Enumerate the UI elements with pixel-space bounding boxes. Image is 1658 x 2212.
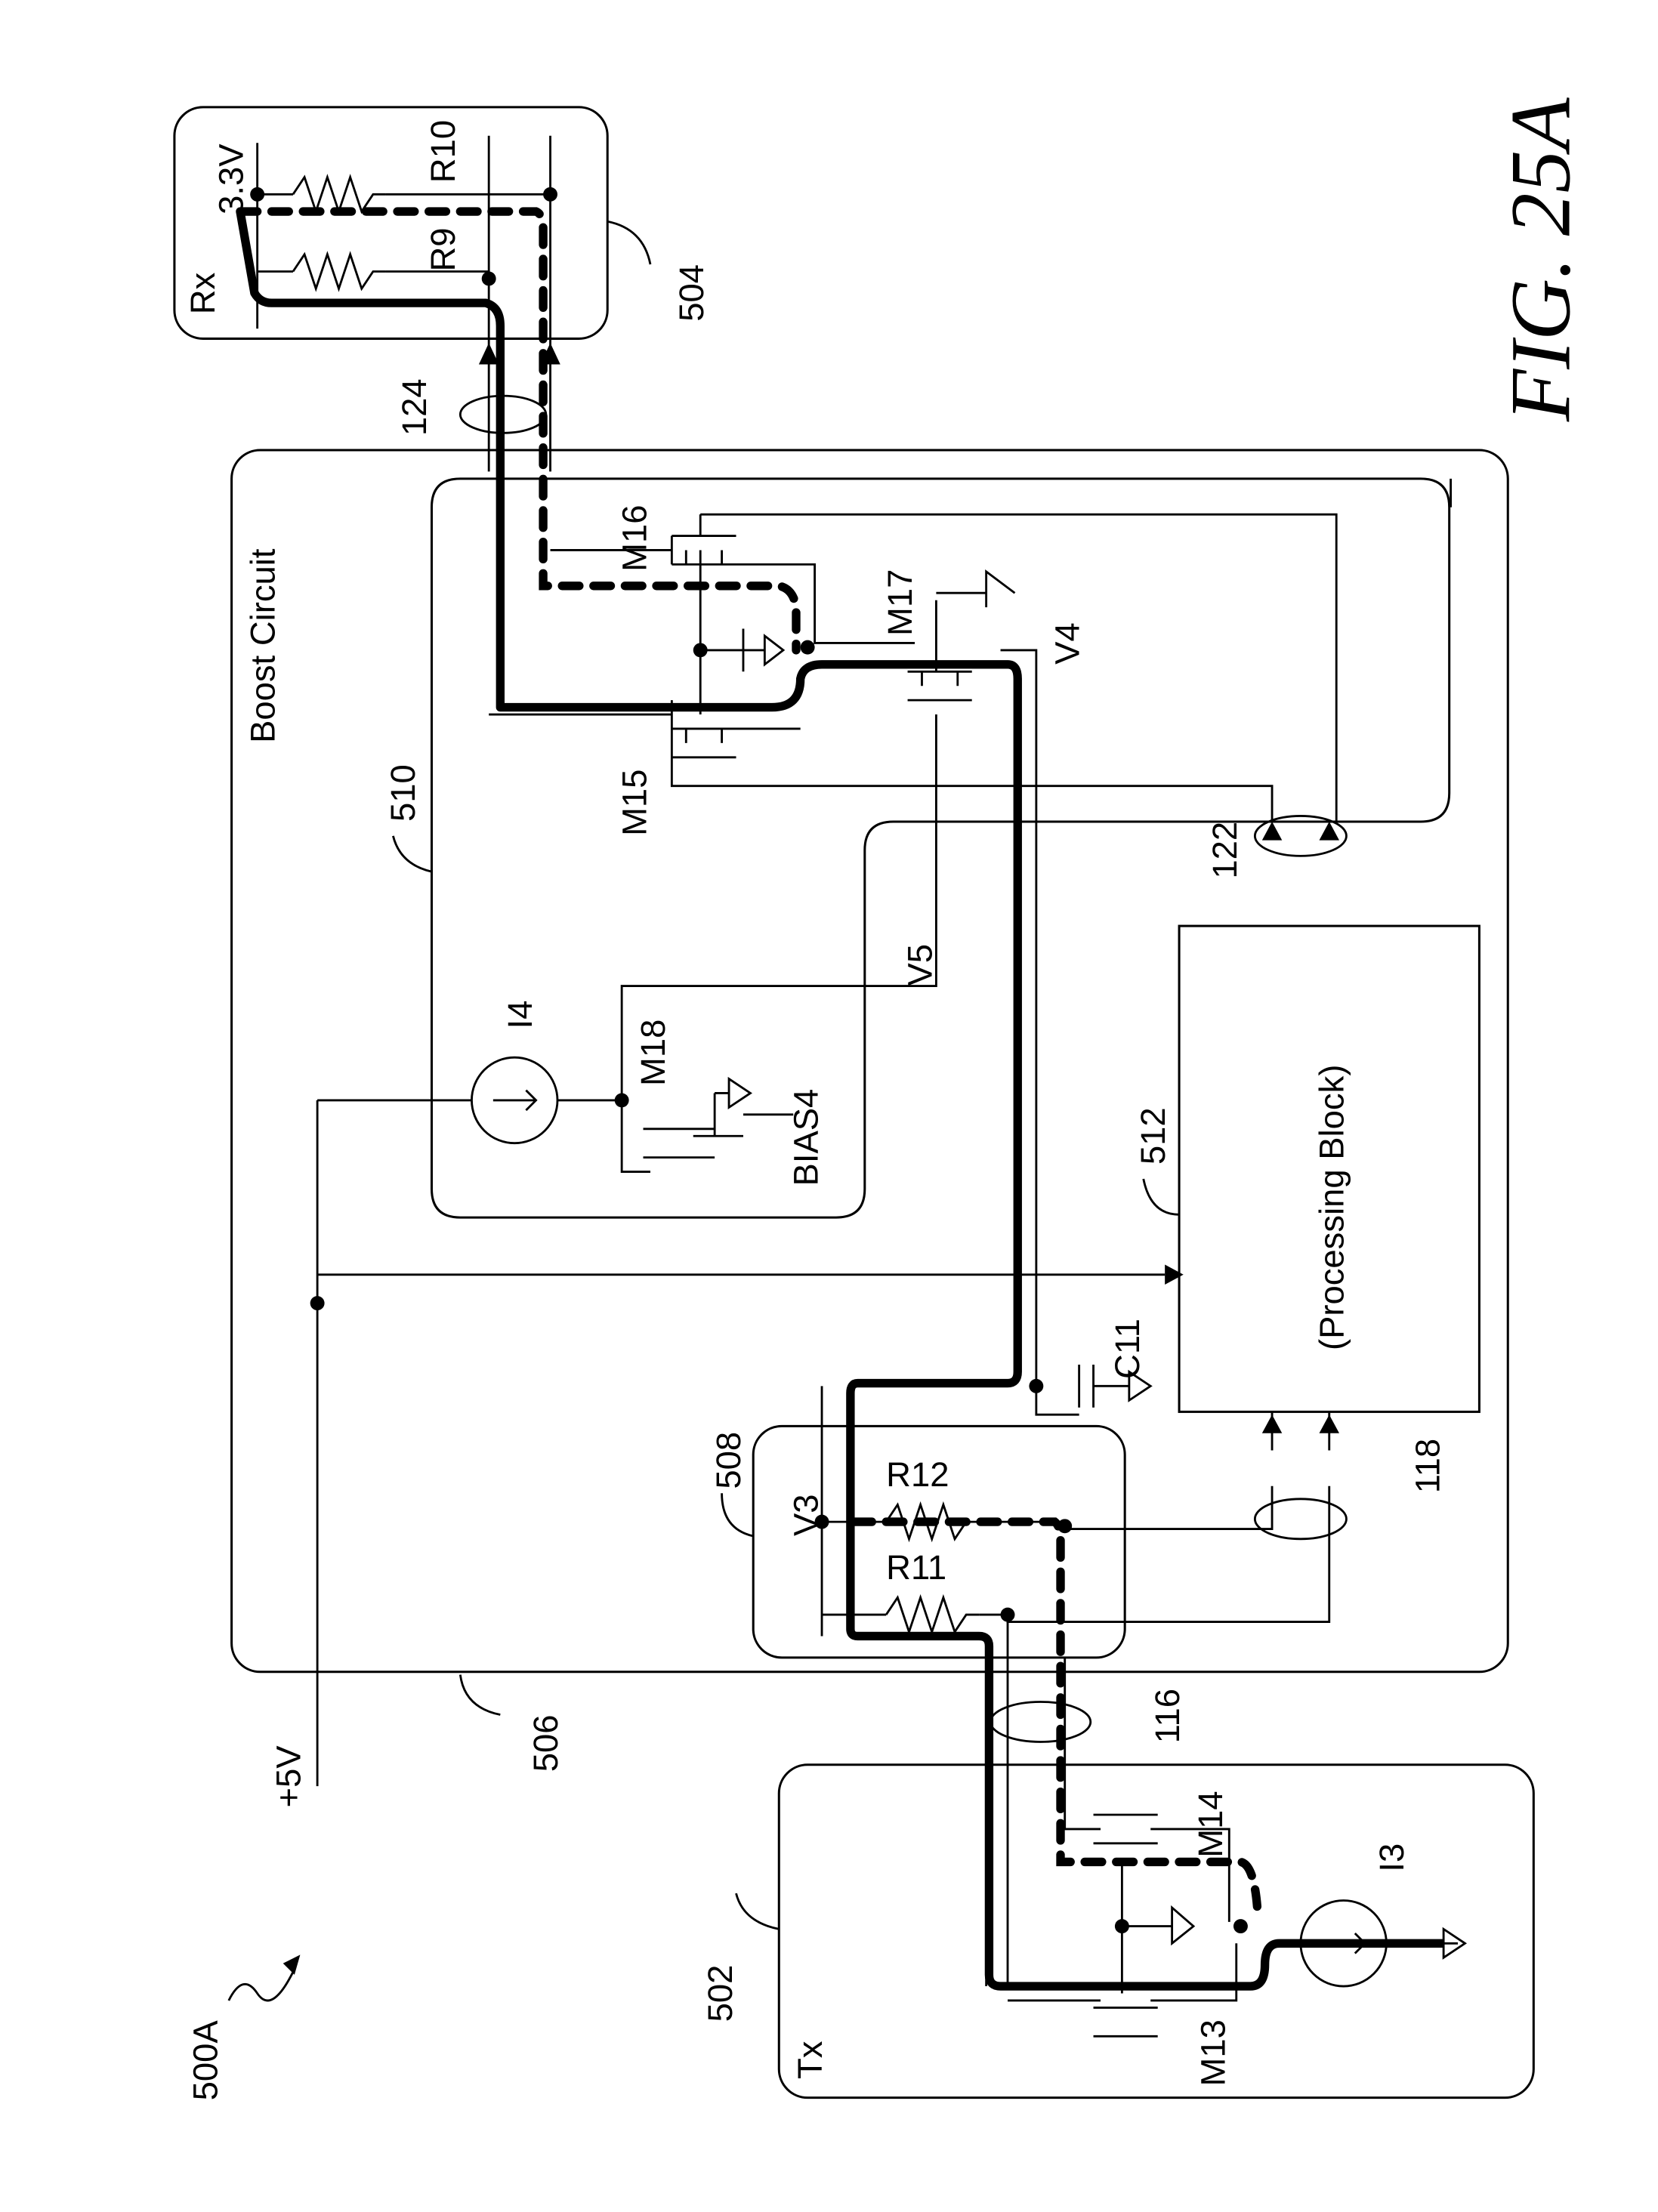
- tx-label: Tx: [791, 2041, 829, 2079]
- transistor-m18: [644, 1129, 715, 1158]
- v5-label: V5: [901, 944, 940, 986]
- m18-label: M18: [634, 1020, 672, 1086]
- bus-122-label: 122: [1206, 822, 1244, 879]
- boost-circuit-block: [232, 450, 1508, 1672]
- bus-116: [990, 1702, 1090, 1742]
- transistor-m14: [1094, 1815, 1158, 1843]
- ref-510: 510: [384, 764, 422, 822]
- ref-squiggle: [229, 1972, 293, 2001]
- arrow-icon: [493, 1091, 536, 1110]
- rx-label: Rx: [184, 272, 222, 314]
- supply-5v-label: +5V: [269, 1745, 307, 1808]
- supply-3v3-label: 3.3V: [212, 143, 251, 214]
- r12-label: R12: [886, 1455, 949, 1494]
- transistor-m15: [672, 729, 736, 757]
- leader-508: [722, 1493, 754, 1536]
- i4-label: I4: [501, 1000, 539, 1029]
- m16-label: M16: [615, 505, 653, 572]
- arrowheads: [479, 343, 1339, 1433]
- figure-title: FIG. 25A: [1493, 97, 1589, 422]
- leader-504: [607, 221, 650, 264]
- i3-label: I3: [1372, 1843, 1411, 1872]
- m14-label: M14: [1191, 1791, 1230, 1857]
- wiring: [258, 136, 1458, 2001]
- ground-icon: [715, 572, 1465, 1957]
- m15-label: M15: [615, 770, 653, 836]
- ref-512: 512: [1134, 1107, 1172, 1165]
- r11-label: R11: [886, 1548, 946, 1587]
- m17-label: M17: [881, 569, 919, 636]
- bias4-label: BIAS4: [786, 1089, 825, 1186]
- m13-label: M13: [1194, 2019, 1233, 2086]
- transistor-m13: [1094, 2007, 1158, 2036]
- labels: Rx 3.3V R10 R9 504 124 Boost Circuit M16…: [184, 97, 1589, 2101]
- ref-508: 508: [709, 1432, 748, 1489]
- bias-block-510: [431, 479, 1449, 1217]
- r9-label: R9: [424, 227, 462, 271]
- resistor-r9: [293, 255, 386, 288]
- leader-506: [460, 1675, 500, 1715]
- bus-118-label: 118: [1408, 1439, 1447, 1493]
- resistor-r11: [886, 1597, 979, 1631]
- bus-118: [1255, 1499, 1346, 1539]
- bus-124-label: 124: [395, 378, 434, 436]
- leader-510: [393, 836, 431, 872]
- leader-502: [736, 1893, 780, 1929]
- boost-circuit-label: Boost Circuit: [243, 548, 282, 743]
- transistor-m17: [908, 671, 972, 700]
- processing-block-label: (Processing Block): [1313, 1065, 1351, 1351]
- v4-label: V4: [1048, 622, 1087, 665]
- bus-116-label: 116: [1148, 1689, 1187, 1743]
- ref-500a: 500A: [187, 2020, 225, 2101]
- v3-label: V3: [786, 1494, 825, 1536]
- ref-arrow-icon: [283, 1954, 301, 1974]
- resistor-r10: [293, 177, 386, 211]
- ref-504: 504: [672, 264, 711, 322]
- c11-label: C11: [1108, 1319, 1147, 1379]
- r10-label: R10: [424, 120, 462, 183]
- transistor-m16: [672, 536, 736, 565]
- leader-512: [1144, 1179, 1179, 1214]
- ref-506: 506: [526, 1714, 565, 1772]
- ref-502: 502: [701, 1965, 739, 2022]
